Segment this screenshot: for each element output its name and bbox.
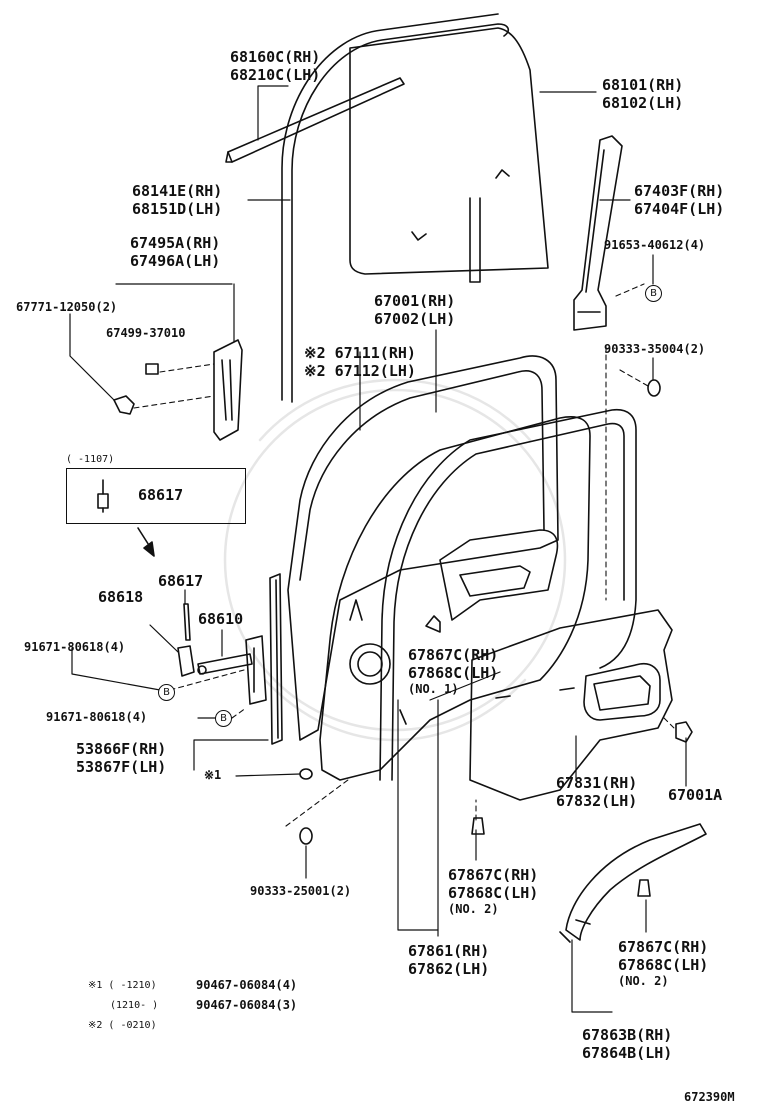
- watermark-emblem: [223, 378, 567, 742]
- label-91653: 91653-40612(4): [604, 238, 706, 252]
- part-number-lh: 67864B(LH): [582, 1044, 673, 1062]
- label-68617: 68617: [158, 572, 204, 590]
- lower-weatherstrip: [559, 823, 707, 943]
- note1a-part: 90467-06084(4): [196, 978, 298, 992]
- circle-b-marker: B: [215, 710, 232, 727]
- label-67867c-no2: 67867C(RH) 67868C(LH) (NO. 2): [448, 866, 538, 916]
- part-number-rh: 67495A(RH): [130, 234, 221, 252]
- part-number-lh: 67868C(LH): [618, 956, 709, 974]
- label-68101: 68101(RH) 68102(LH): [602, 76, 683, 112]
- label-note1-marker: ※1: [204, 768, 222, 782]
- label-90333-25001: 90333-25001(2): [250, 884, 352, 898]
- label-68618: 68618: [98, 588, 144, 606]
- belt-moulding: [213, 339, 243, 441]
- note2-label: ※2 ( -0210): [88, 1020, 157, 1031]
- label-68610: 68610: [198, 610, 244, 628]
- part-variant: (NO. 1): [408, 682, 459, 696]
- bolt-68617: [97, 479, 109, 513]
- door-frame: [287, 355, 559, 741]
- outer-weatherstrip: [225, 77, 405, 163]
- circle-b-marker: B: [158, 684, 175, 701]
- run-channel: [281, 13, 510, 403]
- door-weatherstrip: [379, 408, 637, 781]
- part-number-lh: ※2 67112(LH): [304, 362, 416, 380]
- part-number-lh: 67868C(LH): [408, 664, 499, 682]
- part-number-rh: 67863B(RH): [582, 1026, 673, 1044]
- label-91671-a: 91671-80618(4): [24, 640, 126, 654]
- arrow: [137, 527, 155, 557]
- part-number-lh: 67404F(LH): [634, 200, 725, 218]
- label-67831: 67831(RH) 67832(LH): [556, 774, 637, 810]
- door-glass: [349, 27, 549, 275]
- note1b-label: (1210- ): [110, 1000, 159, 1011]
- part-number-rh: 67831(RH): [556, 774, 638, 792]
- label-67867c-no1: 67867C(RH) 67868C(LH) (NO. 1): [408, 646, 498, 696]
- label-67111: ※2 67111(RH) ※2 67112(LH): [304, 344, 416, 380]
- center-pillar-trim: [573, 135, 623, 331]
- part-number-rh: 67867C(RH): [408, 646, 499, 664]
- door-hinge: [245, 573, 283, 745]
- leader-lines: [69, 85, 687, 1013]
- part-number-lh: 67496A(LH): [130, 252, 221, 270]
- label-67771: 67771-12050(2): [16, 300, 118, 314]
- part-number-lh: 67002(LH): [374, 310, 456, 328]
- part-variant: (NO. 2): [448, 902, 499, 916]
- label-91671-b: 91671-80618(4): [46, 710, 148, 724]
- part-number-rh: 67403F(RH): [634, 182, 725, 200]
- part-number-rh: 67867C(RH): [618, 938, 709, 956]
- door-check: [197, 653, 253, 675]
- part-number-rh: 67001(RH): [374, 292, 456, 310]
- label-67495a: 67495A(RH) 67496A(LH): [130, 234, 220, 270]
- part-number-lh: 67868C(LH): [448, 884, 539, 902]
- part-number-lh: 53867F(LH): [76, 758, 167, 776]
- part-number-lh: 68151D(LH): [132, 200, 223, 218]
- part-number-rh: 68101(RH): [602, 76, 684, 94]
- part-number-rh: 53866F(RH): [76, 740, 167, 758]
- hinge-pin: [177, 603, 195, 677]
- label-53866f: 53866F(RH) 53867F(LH): [76, 740, 166, 776]
- part-number-rh: 67867C(RH): [448, 866, 539, 884]
- label-68141e: 68141E(RH) 68151D(LH): [132, 182, 222, 218]
- part-number-rh: ※2 67111(RH): [304, 344, 416, 362]
- label-67001: 67001(RH) 67002(LH): [374, 292, 455, 328]
- part-variant: (NO. 2): [618, 974, 669, 988]
- label-68617-box: 68617: [138, 486, 184, 504]
- circle-b-marker: B: [645, 285, 662, 302]
- door-trim-board: [469, 609, 673, 801]
- label-67867c-no2-lower: 67867C(RH) 67868C(LH) (NO. 2): [618, 938, 708, 988]
- label-67863b: 67863B(RH) 67864B(LH): [582, 1026, 672, 1062]
- label-67861: 67861(RH) 67862(LH): [408, 942, 489, 978]
- label-68160c: 68160C(RH) 68210C(LH): [230, 48, 320, 84]
- note1a-label: ※1 ( -1210): [88, 980, 157, 991]
- label-90333-35004: 90333-35004(2): [604, 342, 706, 356]
- bolt-68617-box: [66, 468, 246, 524]
- part-number-lh: 67832(LH): [556, 792, 638, 810]
- dashed-leaders: [133, 283, 677, 827]
- figure-code: 672390M: [684, 1090, 735, 1104]
- part-number-rh: 68160C(RH): [230, 48, 321, 66]
- note1b-part: 90467-06084(3): [196, 998, 298, 1012]
- label-67403f: 67403F(RH) 67404F(LH): [634, 182, 724, 218]
- part-number-rh: 67861(RH): [408, 942, 490, 960]
- part-number-lh: 68210C(LH): [230, 66, 321, 84]
- label-67499: 67499-37010: [106, 326, 186, 340]
- door-panel: [319, 416, 591, 781]
- label-68617-range: ( -1107): [66, 454, 115, 465]
- label-67001a: 67001A: [668, 786, 723, 804]
- part-number-lh: 68102(LH): [602, 94, 684, 112]
- clip-parts: [113, 363, 693, 897]
- part-number-lh: 67862(LH): [408, 960, 490, 978]
- part-number-rh: 68141E(RH): [132, 182, 223, 200]
